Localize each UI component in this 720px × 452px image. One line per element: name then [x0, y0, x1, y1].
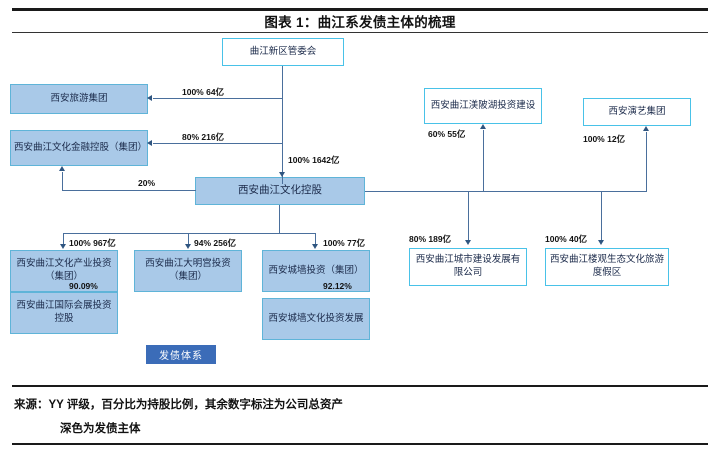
edge-culture-industry-v	[63, 233, 65, 247]
org-chart-canvas: 曲江新区管委会 西安旅游集团 西安曲江文化金融控股（集团） 西安曲江文化控股 西…	[0, 34, 720, 384]
edge-label-root-culture: 100% 1642亿	[288, 155, 340, 165]
edge-root-trunk	[282, 66, 284, 184]
edge-meipi-v	[483, 130, 485, 192]
node-fin-holding[interactable]: 西安曲江文化金融控股（集团）	[10, 130, 148, 166]
node-citywall-invest[interactable]: 西安城墙投资（集团）	[262, 250, 370, 292]
node-culture-holding[interactable]: 西安曲江文化控股	[195, 177, 365, 205]
edge-label-root-fin: 80% 216亿	[182, 132, 225, 142]
edge-root-culture-arrow	[278, 172, 285, 177]
edge-culture-daminggong-v	[188, 233, 190, 247]
edge-label-culture-citywall: 100% 77亿	[323, 238, 366, 248]
edge-culture-right-bus	[365, 191, 647, 193]
page-title: 图表 1：曲江系发债主体的梳理	[264, 15, 456, 30]
edge-label-culture-louguan: 100% 40亿	[545, 234, 588, 244]
title-underline	[12, 32, 708, 33]
node-daminggong[interactable]: 西安曲江大明宫投资（集团）	[134, 250, 242, 292]
edge-label-culture-meipi: 60% 55亿	[428, 129, 466, 139]
edge-culture-fin-v	[62, 172, 64, 191]
edge-arts-arrow	[642, 126, 649, 131]
source-line-1: 来源：YY 评级，百分比为持股比例，其余数字标注为公司总资产	[14, 399, 343, 411]
edge-culture-citywall-arrow	[311, 244, 318, 249]
edge-meipi-arrow	[479, 124, 486, 129]
edge-label-culture-daminggong: 94% 256亿	[194, 238, 237, 248]
node-city-construction[interactable]: 西安曲江城市建设发展有限公司	[409, 248, 527, 286]
node-culture-industry[interactable]: 西安曲江文化产业投资（集团）	[10, 250, 118, 292]
edge-culture-fin-h	[62, 190, 196, 192]
edge-culture-fin-arrow	[58, 166, 65, 171]
edge-culture-down-stem	[279, 205, 281, 234]
edge-label-industry-expo: 90.09%	[69, 281, 98, 291]
node-louguan[interactable]: 西安曲江楼观生态文化旅游度假区	[545, 248, 669, 286]
edge-culture-industry-arrow	[59, 244, 66, 249]
top-rule	[12, 8, 708, 11]
edge-louguan-v	[601, 191, 603, 242]
edge-label-culture-arts: 100% 12亿	[583, 134, 626, 144]
edge-label-citywall-culture: 92.12%	[323, 281, 352, 291]
edge-label-culture-industry: 100% 967亿	[69, 238, 116, 248]
edge-label-root-travel: 100% 64亿	[182, 87, 225, 97]
edge-louguan-arrow	[597, 240, 604, 245]
edge-culture-daminggong-arrow	[184, 244, 191, 249]
footer-bottom-rule	[12, 443, 708, 445]
node-travel-group[interactable]: 西安旅游集团	[10, 84, 148, 114]
node-root[interactable]: 曲江新区管委会	[222, 38, 344, 66]
edge-root-fin-line	[153, 143, 283, 145]
edge-culture-citywall-v	[315, 233, 317, 247]
source-line-2: 深色为发债主体	[60, 423, 141, 435]
node-performing-arts[interactable]: 西安演艺集团	[583, 98, 691, 126]
footer-top-rule	[12, 385, 708, 387]
edge-root-travel-line	[153, 98, 283, 100]
edge-citycon-arrow	[464, 240, 471, 245]
edge-root-fin-arrow	[147, 140, 152, 146]
edge-label-culture-citycon: 80% 189亿	[409, 234, 452, 244]
edge-label-culture-fin: 20%	[138, 178, 156, 188]
node-meipi-lake[interactable]: 西安曲江渼陂湖投资建设	[424, 88, 542, 124]
edge-arts-v	[646, 132, 648, 192]
node-expo-holding[interactable]: 西安曲江国际会展投资控股	[10, 292, 118, 334]
edge-root-travel-arrow	[147, 95, 152, 101]
edge-citycon-v	[468, 191, 470, 242]
legend-issuer-badge: 发债体系	[146, 345, 216, 364]
node-citywall-culture[interactable]: 西安城墙文化投资发展	[262, 298, 370, 340]
